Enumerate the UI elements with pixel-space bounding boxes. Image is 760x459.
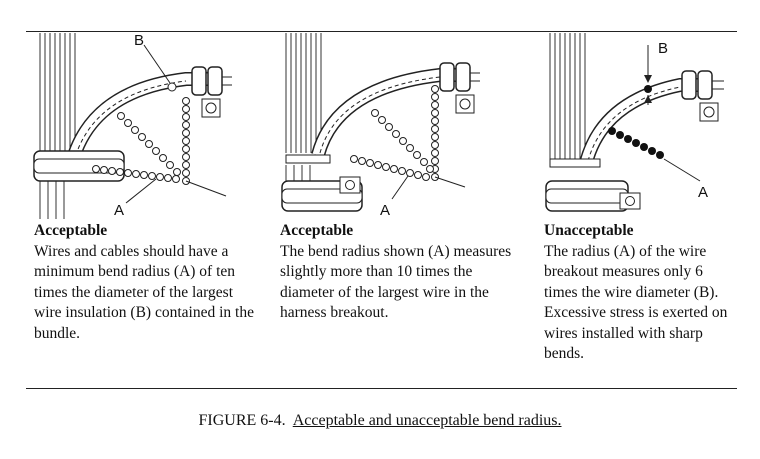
wire-bend-illustration-1 [33, 33, 232, 219]
caption-heading: Acceptable [280, 222, 354, 239]
wire-bend-illustration-2 [281, 33, 480, 212]
panel-acceptable-1: B A Acceptable Wires and cables should h… [26, 31, 266, 388]
panel-acceptable-2: A Acceptable The bend radius shown (A) m… [280, 31, 525, 388]
caption-heading: Unacceptable [544, 222, 634, 239]
caption-2: Acceptable The bend radius shown (A) mea… [280, 221, 520, 324]
caption-text: The bend radius shown (A) measures sligh… [280, 242, 512, 322]
top-rule [26, 31, 737, 32]
caption-heading: Acceptable [34, 222, 108, 239]
caption-3: Unacceptable The radius (A) of the wire … [544, 221, 736, 365]
wire-bend-illustration-3 [545, 33, 724, 212]
caption-text: Wires and cables should have a minimum b… [34, 242, 254, 342]
figure-number: FIGURE 6-4. [198, 412, 286, 429]
caption-text: The radius (A) of the wire breakout meas… [544, 242, 728, 363]
caption-1: Acceptable Wires and cables should have … [34, 221, 259, 344]
panel-unacceptable: B A Unacceptable The radius (A) of the w… [540, 31, 737, 388]
figure-title: Acceptable and unacceptable bend radius. [292, 412, 562, 429]
figure-caption: FIGURE 6-4. Acceptable and unacceptable … [0, 412, 760, 430]
bottom-rule [26, 388, 737, 389]
